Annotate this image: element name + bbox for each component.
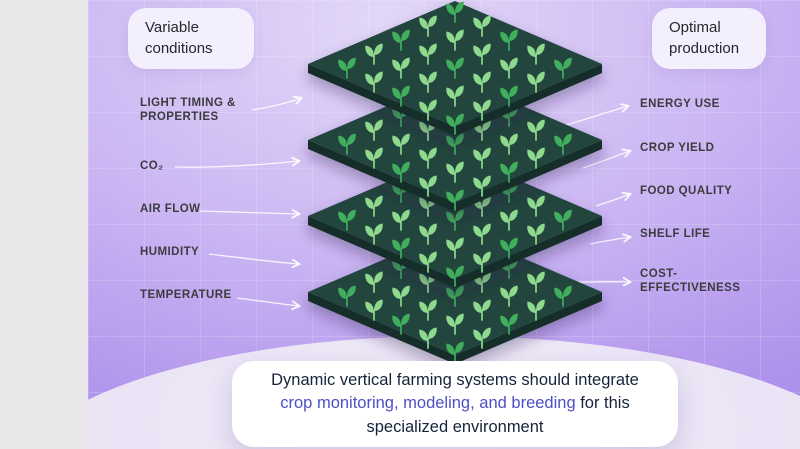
caption-highlight: crop monitoring, modeling, and breeding: [280, 394, 576, 413]
optimal-production-header: Optimal production: [652, 8, 766, 70]
caption-text-after: for this specialized environment: [366, 394, 630, 436]
caption-text-before: Dynamic vertical farming systems should …: [271, 370, 639, 389]
label-crop-yield: CROP YIELD: [640, 142, 715, 154]
caption-card: Dynamic vertical farming systems should …: [232, 361, 678, 447]
tray-layer-3: [308, 152, 602, 288]
label-air-flow: AIR FLOW: [140, 203, 201, 215]
label-cost-effectiveness: COST-EFFECTIVENESS: [640, 268, 741, 295]
caption-text: Dynamic vertical farming systems should …: [271, 369, 639, 439]
vertical-farm-stack: [308, 0, 602, 364]
label-humidity: HUMIDITY: [140, 246, 200, 258]
label-temperature: TEMPERATURE: [140, 289, 232, 301]
tray-layer-4: [308, 228, 602, 364]
label-energy-use: ENERGY USE: [640, 98, 720, 110]
label-shelf-life: SHELF LIFE: [640, 228, 711, 240]
label-food-quality: FOOD QUALITY: [640, 185, 733, 197]
label-co2: CO₂: [140, 160, 164, 172]
tray-layer-1: [308, 0, 602, 136]
tray-layer-2: [308, 76, 602, 212]
variable-conditions-header: Variable conditions: [128, 8, 254, 70]
left-gray-strip: [0, 0, 88, 449]
label-light-timing: LIGHT TIMING & PROPERTIES: [140, 97, 236, 124]
